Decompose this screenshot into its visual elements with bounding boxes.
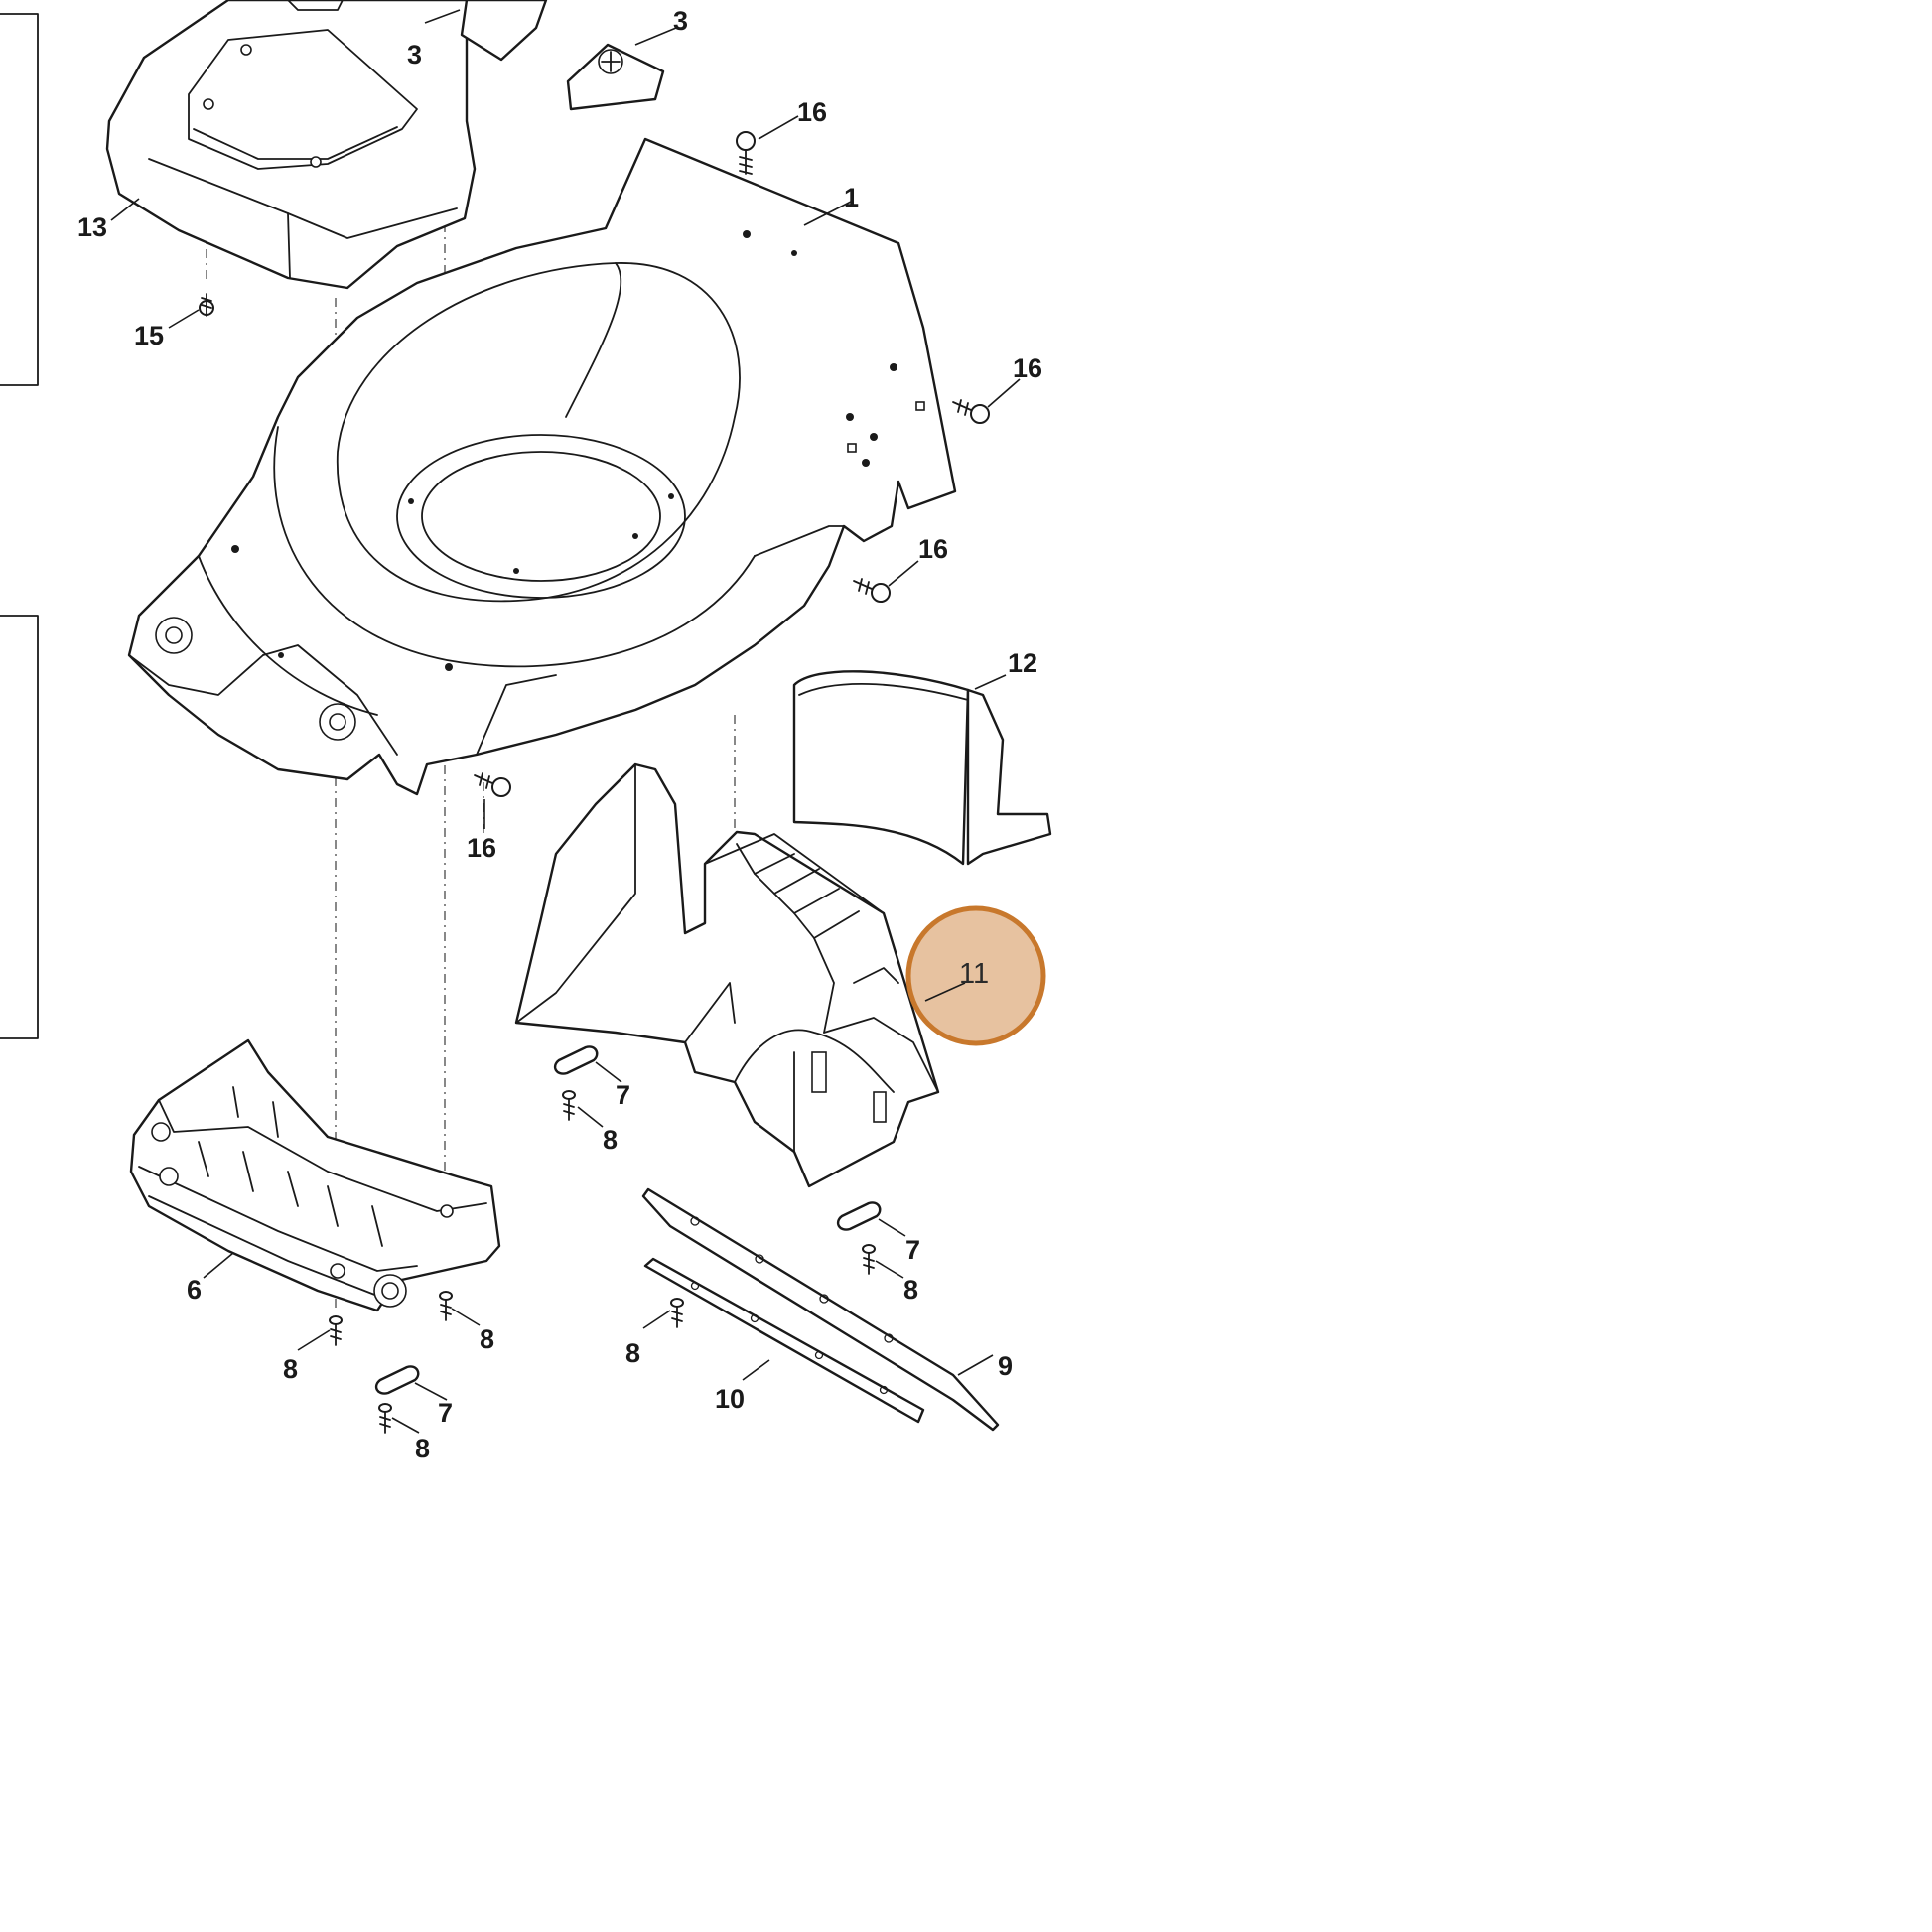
left-frame-boxes xyxy=(0,13,39,1039)
callout-13: 13 xyxy=(77,212,107,242)
callout-16-right-upper: 16 xyxy=(1013,353,1042,383)
part-8-screw-b[interactable] xyxy=(862,1244,876,1275)
callout-3-b: 3 xyxy=(673,6,688,36)
part-15-screw[interactable] xyxy=(199,293,214,317)
part-16-screw-bottom[interactable] xyxy=(474,772,511,797)
part-8-screw-c[interactable] xyxy=(670,1298,684,1328)
part-7-spacer-b[interactable] xyxy=(836,1201,882,1231)
part-3-cover-piece[interactable] xyxy=(460,0,548,62)
callout-7-b: 7 xyxy=(905,1235,920,1265)
callout-16-bottom: 16 xyxy=(467,833,496,863)
callout-8-b: 8 xyxy=(903,1275,918,1305)
callout-16-right-lower: 16 xyxy=(918,534,948,564)
highlight-circle-part-11[interactable] xyxy=(905,905,1046,1046)
callout-16-top: 16 xyxy=(797,97,827,127)
callout-7-a: 7 xyxy=(616,1080,630,1110)
part-10-strip[interactable] xyxy=(643,1257,925,1424)
part-16-screw-right-upper[interactable] xyxy=(952,399,990,424)
callout-8-c: 8 xyxy=(283,1354,298,1384)
callout-10: 10 xyxy=(715,1384,745,1414)
callout-1: 1 xyxy=(844,183,859,212)
part-8-screw-d[interactable] xyxy=(439,1291,453,1321)
part-7-spacer-c[interactable] xyxy=(374,1365,420,1395)
part-12-flap[interactable] xyxy=(792,670,1052,866)
callout-11: 11 xyxy=(959,958,989,990)
part-16-screw-right-lower[interactable] xyxy=(853,578,891,603)
part-11-chute-housing[interactable] xyxy=(514,762,940,1188)
callout-8-e: 8 xyxy=(415,1434,430,1463)
callout-8-a: 8 xyxy=(603,1125,618,1155)
callout-3-a: 3 xyxy=(407,40,422,69)
callout-7-c: 7 xyxy=(438,1398,453,1428)
part-16-screw-top[interactable] xyxy=(736,131,756,175)
part-3-labels-plate[interactable] xyxy=(566,43,665,111)
callout-8-f: 8 xyxy=(625,1338,640,1368)
part-8-screw-e[interactable] xyxy=(329,1315,343,1346)
part-6-axle-carrier[interactable] xyxy=(129,1038,501,1312)
part-8-screw-f[interactable] xyxy=(378,1403,392,1434)
callout-labels: 3 3 16 1 13 15 16 16 12 16 11 7 8 7 8 6 … xyxy=(77,6,1042,1463)
callout-8-d: 8 xyxy=(480,1324,494,1354)
part-1-mower-deck[interactable] xyxy=(127,137,957,796)
callout-12: 12 xyxy=(1008,648,1037,678)
part-7-spacer-a[interactable] xyxy=(553,1045,599,1075)
callout-6: 6 xyxy=(187,1275,202,1305)
part-8-screw-a[interactable] xyxy=(562,1090,576,1121)
part-9-strip[interactable] xyxy=(641,1187,1000,1432)
callout-15: 15 xyxy=(134,321,164,350)
leader-lines xyxy=(110,9,1021,1434)
part-13-rear-cover[interactable] xyxy=(105,0,477,290)
callout-9: 9 xyxy=(998,1351,1013,1381)
